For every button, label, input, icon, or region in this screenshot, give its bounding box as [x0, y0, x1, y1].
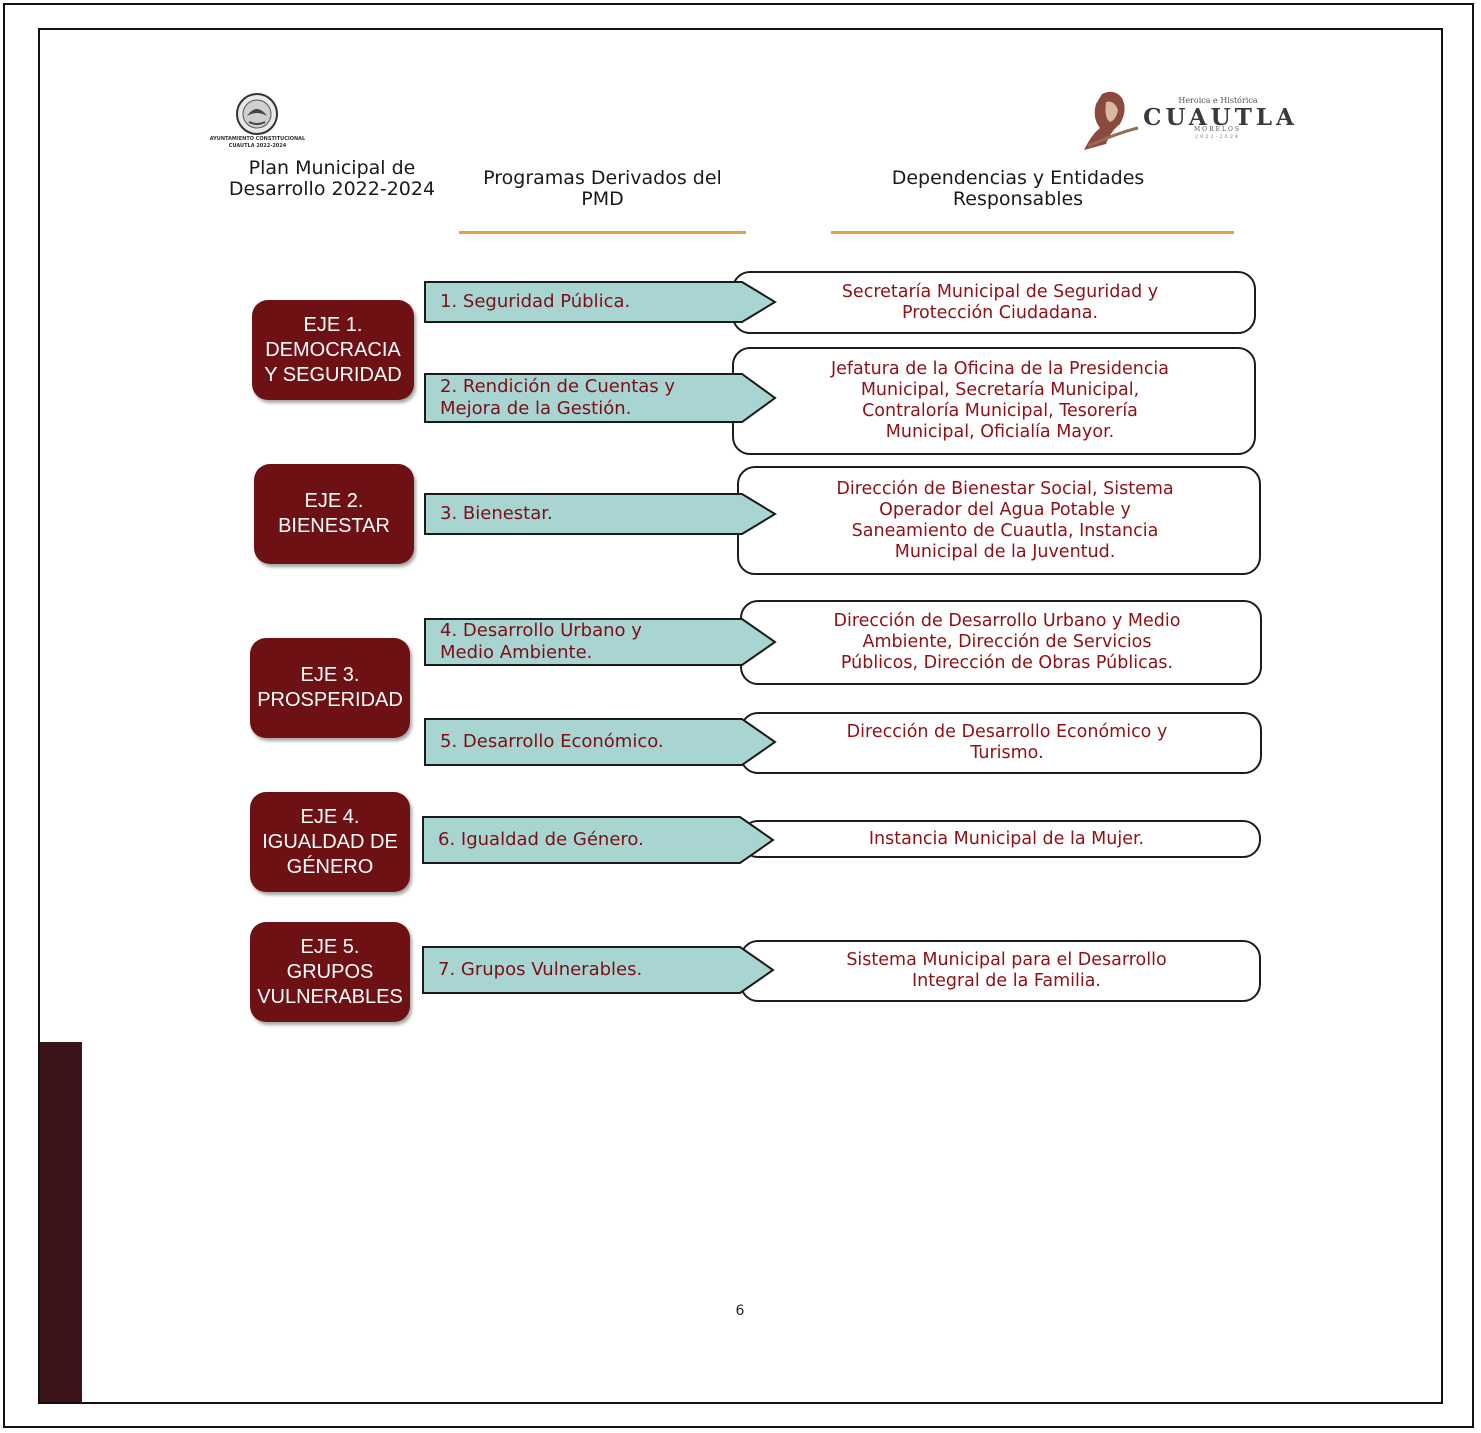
- program-label-1: 1. Seguridad Pública.: [440, 291, 631, 312]
- program-arrow-5: 5. Desarrollo Económico.: [424, 718, 777, 766]
- programs-title-underline: [459, 231, 746, 234]
- arrow-polygon: [424, 281, 777, 323]
- eje-4-box: EJE 4. IGUALDAD DE GÉNERO: [250, 792, 410, 892]
- program-arrow-7: 7. Grupos Vulnerables.: [422, 946, 775, 994]
- dependencies-column-title: Dependencias y Entidades Responsables: [891, 167, 1145, 210]
- decorative-sidebar-bar: [40, 1042, 82, 1402]
- responsible-box-1: Secretaría Municipal de Seguridad y Prot…: [732, 271, 1256, 334]
- eje-5-box: EJE 5. GRUPOS VULNERABLES: [250, 922, 410, 1022]
- eje-1-box: EJE 1. DEMOCRACIA Y SEGURIDAD: [252, 300, 414, 400]
- program-label-2: 2. Rendición de Cuentas y Mejora de la G…: [440, 376, 676, 419]
- seal-caption: AYUNTAMIENTO CONSTITUCIONAL CUAUTLA 2022…: [195, 136, 320, 150]
- program-arrow-4-shape: [424, 618, 777, 666]
- page-outer-border: [3, 3, 1474, 1428]
- eje-3-box: EJE 3. PROSPERIDAD: [250, 638, 410, 738]
- responsible-box-7: Sistema Municipal para el Desarrollo Int…: [740, 940, 1261, 1002]
- program-label-7: 7. Grupos Vulnerables.: [438, 959, 643, 980]
- eje-2-box: EJE 2. BIENESTAR: [254, 464, 414, 564]
- program-arrow-1-shape: [424, 281, 777, 323]
- program-arrow-1: 1. Seguridad Pública.: [424, 281, 777, 323]
- municipal-seal-icon: [236, 93, 278, 135]
- program-arrow-7-shape: [422, 946, 775, 994]
- dependencies-title-underline: [831, 231, 1234, 234]
- logo-state: MORELOS: [1194, 126, 1241, 133]
- program-arrow-3-shape: [424, 493, 777, 535]
- logo-tagline: Heroica e Histórica: [1178, 96, 1258, 105]
- program-arrow-3: 3. Bienestar.: [424, 493, 777, 535]
- arrow-polygon: [422, 816, 775, 864]
- page-number: 6: [735, 1303, 745, 1319]
- program-arrow-5-shape: [424, 718, 777, 766]
- plan-title: Plan Municipal de Desarrollo 2022-2024: [228, 157, 436, 200]
- program-arrow-2: 2. Rendición de Cuentas y Mejora de la G…: [424, 373, 777, 423]
- program-label-4: 4. Desarrollo Urbano y Medio Ambiente.: [440, 620, 642, 663]
- responsible-box-6: Instancia Municipal de la Mujer.: [740, 820, 1261, 858]
- arrow-polygon: [424, 618, 777, 666]
- program-arrow-6: 6. Igualdad de Género.: [422, 816, 775, 864]
- program-label-5: 5. Desarrollo Económico.: [440, 731, 664, 752]
- seal-caption-line1: AYUNTAMIENTO CONSTITUCIONAL: [209, 136, 306, 142]
- logo-wordmark: CUAUTLA: [1143, 104, 1298, 131]
- program-arrow-6-shape: [422, 816, 775, 864]
- responsible-box-2: Jefatura de la Oficina de la Presidencia…: [732, 347, 1256, 455]
- program-arrow-4: 4. Desarrollo Urbano y Medio Ambiente.: [424, 618, 777, 666]
- seal-caption-line2: CUAUTLA 2022-2024: [228, 143, 287, 149]
- arrow-polygon: [424, 718, 777, 766]
- page-inner-border: [38, 28, 1443, 1404]
- program-arrow-2-shape: [424, 373, 777, 423]
- responsible-box-5: Dirección de Desarrollo Económico y Turi…: [740, 712, 1262, 774]
- arrow-polygon: [422, 946, 775, 994]
- arrow-polygon: [424, 493, 777, 535]
- logo-years: 2022-2024: [1194, 134, 1241, 140]
- cuautla-logo-icon: [1084, 91, 1139, 150]
- programs-column-title: Programas Derivados del PMD: [483, 167, 722, 210]
- arrow-polygon: [424, 373, 777, 423]
- responsible-box-3: Dirección de Bienestar Social, Sistema O…: [737, 466, 1261, 575]
- responsible-box-4: Dirección de Desarrollo Urbano y Medio A…: [740, 600, 1262, 685]
- program-label-3: 3. Bienestar.: [440, 503, 553, 524]
- program-label-6: 6. Igualdad de Género.: [438, 829, 644, 850]
